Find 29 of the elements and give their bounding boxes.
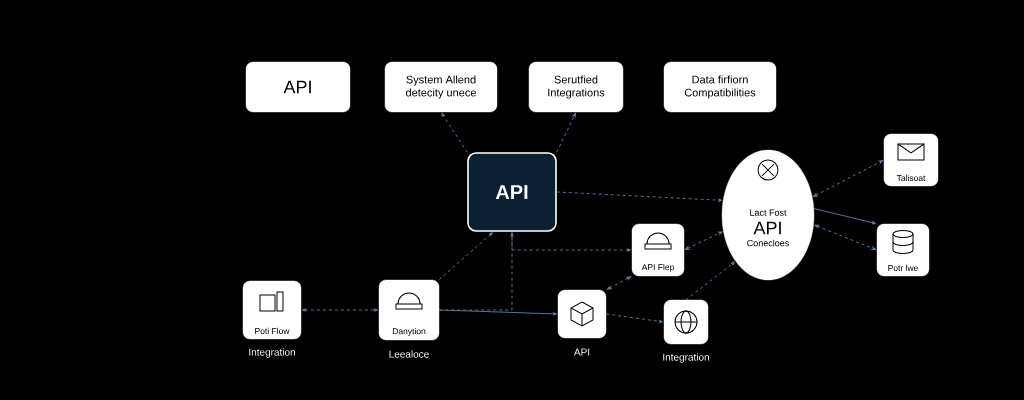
arrow [684,231,723,250]
arrow [556,191,723,202]
icon-caption: API [573,348,590,356]
arrow [813,160,884,197]
arrow [302,308,378,312]
icon-box: API Flep [631,223,685,277]
icon-box: Potr lwe [876,223,930,277]
arrow [438,232,514,311]
api-box: API [467,152,557,232]
icon-box [557,289,607,339]
icon-box: Danytion [378,279,440,341]
text-box: Data firfiorn Compatibilities [663,61,777,113]
arrow [605,313,663,324]
text-box: API [245,61,351,113]
icon-caption: Integration [663,353,709,363]
icon-box: Talisoat [883,133,939,187]
arrow [556,112,576,153]
arrow [813,208,876,225]
text-box: Serutfied Integrations [528,61,624,113]
icon-caption: Leealoce [389,350,429,358]
text-box: System Allend detecity unece [384,61,498,113]
arrow [511,231,631,252]
arrow [814,224,877,250]
arrow [606,276,632,290]
icon-box: Poti Flow [242,280,302,340]
icon-caption: Integration [249,348,295,358]
arrow [438,232,493,281]
arrow [441,112,468,153]
arrow [685,261,735,301]
